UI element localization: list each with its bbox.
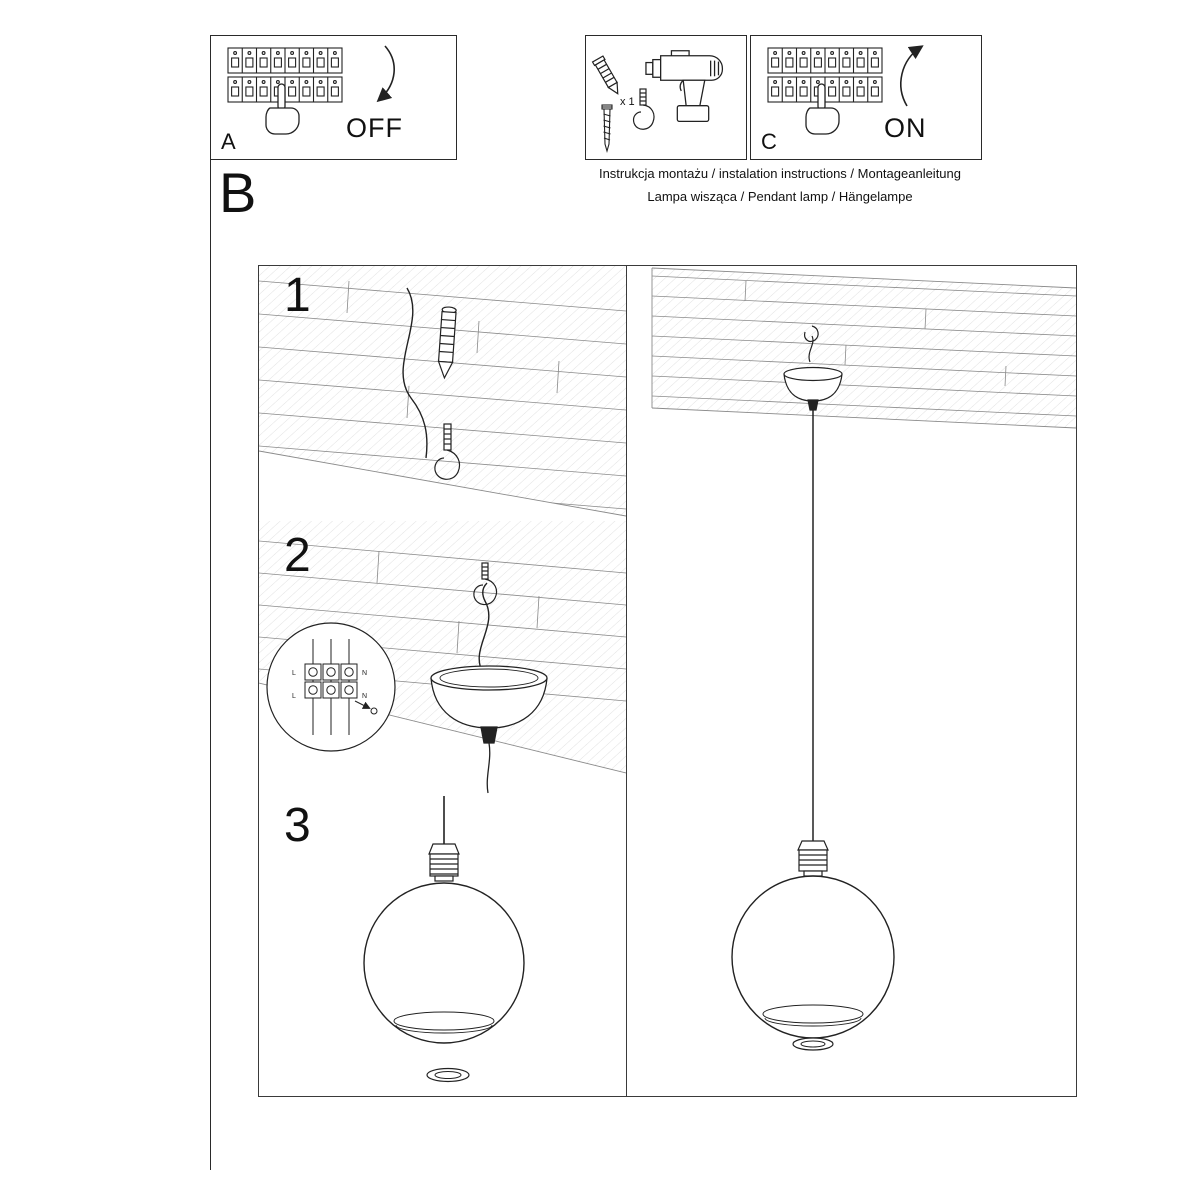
power-on-panel-box: ON C <box>750 35 982 160</box>
step-1-panel <box>258 266 627 521</box>
tighten-arrow-icon <box>354 700 371 709</box>
cable-wire <box>402 287 428 459</box>
lamp-socket <box>797 840 829 877</box>
wall-anchor-icon <box>437 306 457 380</box>
breaker-panel-icon <box>767 47 883 135</box>
canopy <box>783 366 843 411</box>
ceiling-hook-icon <box>473 562 498 606</box>
instruction-title: Instrukcja montażu / instalation instruc… <box>560 163 1000 209</box>
glass-sphere <box>731 875 895 1039</box>
strain-relief <box>807 399 819 411</box>
sphere-opening-rim <box>764 1017 862 1027</box>
on-label: ON <box>884 113 927 143</box>
hook-icon <box>632 88 655 130</box>
step-1-drawing <box>258 266 627 517</box>
sphere-opening-rim <box>395 1024 493 1034</box>
wiring-label-l-bottom: L <box>292 693 296 700</box>
power-off-panel-box: OFF A <box>210 35 457 160</box>
tools-parts-box: x 1 <box>585 35 747 160</box>
screw-icon <box>601 104 613 154</box>
hook-screw-icon <box>434 423 461 480</box>
step-2-panel: L N L N <box>258 521 627 796</box>
sphere-opening <box>393 1011 495 1031</box>
wiring-label-l-top: L <box>292 670 296 677</box>
step-2-number: 2 <box>284 529 311 582</box>
step-2-drawing: L N L N <box>258 521 627 794</box>
strain-relief <box>480 726 498 744</box>
hand-icon <box>265 83 300 135</box>
assembled-lamp-drawing <box>651 267 1077 1051</box>
glass-sphere <box>363 882 525 1044</box>
ceiling-edge <box>258 450 627 517</box>
ceiling-hook-icon <box>804 325 819 343</box>
instruction-line-2: Lampa wisząca / Pendant lamp / Hängelamp… <box>647 188 913 204</box>
screw-wrap <box>598 104 616 159</box>
instruction-line-1: Instrukcja montażu / instalation instruc… <box>598 166 962 181</box>
section-b-label: B <box>219 161 257 224</box>
sphere-opening <box>762 1004 864 1024</box>
step-3-panel <box>259 796 626 1096</box>
column-divider <box>626 266 627 1096</box>
panel-a-label: A <box>221 129 236 154</box>
wiring-label-n-bottom: N <box>362 693 367 700</box>
step-3-drawing <box>363 796 525 1083</box>
diagram-frame: L N L N <box>258 265 1077 1097</box>
off-arrow-icon <box>376 45 395 103</box>
cable-wire <box>478 582 490 674</box>
assembled-lamp-panel <box>626 266 1077 1096</box>
pendant-cable <box>486 742 491 794</box>
panel-c-label: C <box>761 129 777 154</box>
step-1-number: 1 <box>284 269 311 322</box>
ceiling-hatch <box>652 268 1076 428</box>
screwdriver-point-icon <box>370 707 378 715</box>
trim-ring <box>426 1067 470 1083</box>
drill-icon <box>645 50 724 122</box>
step-3-number: 3 <box>284 799 311 852</box>
canopy <box>430 665 548 794</box>
on-arrow-icon <box>900 45 924 107</box>
hook-wrap <box>630 88 656 149</box>
wall-plug-wrap <box>584 50 634 107</box>
terminal-block-callout: L N L N <box>266 622 396 752</box>
trim-ring <box>792 1037 834 1051</box>
page-left-border <box>210 35 211 1170</box>
wiring-label-n-top: N <box>362 670 367 677</box>
drill-wrap <box>644 40 742 145</box>
ceiling-edge <box>651 267 1077 429</box>
cable-wire <box>808 335 814 363</box>
off-label: OFF <box>346 113 403 143</box>
plug-count-label: x 1 <box>620 96 635 108</box>
breaker-panel-icon <box>227 47 343 135</box>
lamp-socket <box>428 843 460 882</box>
hand-icon <box>805 83 840 135</box>
wall-plug-icon <box>591 55 619 95</box>
